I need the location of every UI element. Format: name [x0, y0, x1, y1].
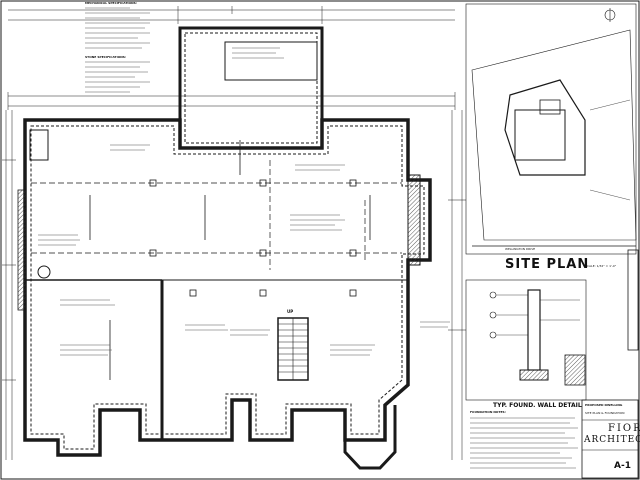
left-brick-column: [17, 189, 27, 311]
left-entry-pad: [29, 129, 49, 161]
site-plan-drawing: [465, 3, 637, 255]
span-arrows: [89, 140, 371, 380]
title-block: [581, 249, 639, 479]
site-plan-title: SITE PLAN: [505, 257, 590, 272]
foundation-notes-texture: [470, 417, 578, 469]
foundation-notes-header: FOUNDATION NOTES:: [470, 410, 506, 414]
bay-window-foundation: [343, 405, 397, 470]
column-footings: [149, 179, 357, 297]
sheet-number: A-1: [614, 461, 631, 471]
steel-beam-lines: [31, 160, 402, 270]
stone-spec-header: STONE SPECIFICATIONS:: [85, 55, 127, 59]
firm-name-line1: FIORE: [608, 423, 640, 434]
garage-walls: [25, 279, 408, 440]
top-dimension-lines: [7, 6, 456, 110]
sheet-name: SITE PLAN & FOUNDATION: [585, 411, 625, 415]
stair-up-label: UP: [287, 309, 294, 314]
annotation-textures: [38, 7, 450, 356]
side-dimension-lines: [2, 110, 466, 460]
wall-detail-title: TYP. FOUND. WALL DETAIL: [493, 402, 582, 409]
basement-stair: [277, 317, 309, 381]
firm-name-line2: ARCHITECT: [584, 435, 640, 445]
sump-pit: [37, 265, 51, 279]
main-foundation-walls: [23, 118, 432, 457]
site-plan-scale: SCALE: 1/32" = 1'-0": [585, 264, 617, 268]
wall-detail-drawing: [465, 279, 587, 401]
street-name-label: WELLINGTON DRIVE: [505, 247, 536, 251]
mechanical-spec-header: MECHANICAL SPECIFICATIONS:: [85, 1, 137, 5]
project-title: PROPOSED DWELLING: [585, 403, 623, 407]
brick-veneer-column: [407, 174, 421, 266]
rear-bumpout-walls: [178, 26, 324, 150]
